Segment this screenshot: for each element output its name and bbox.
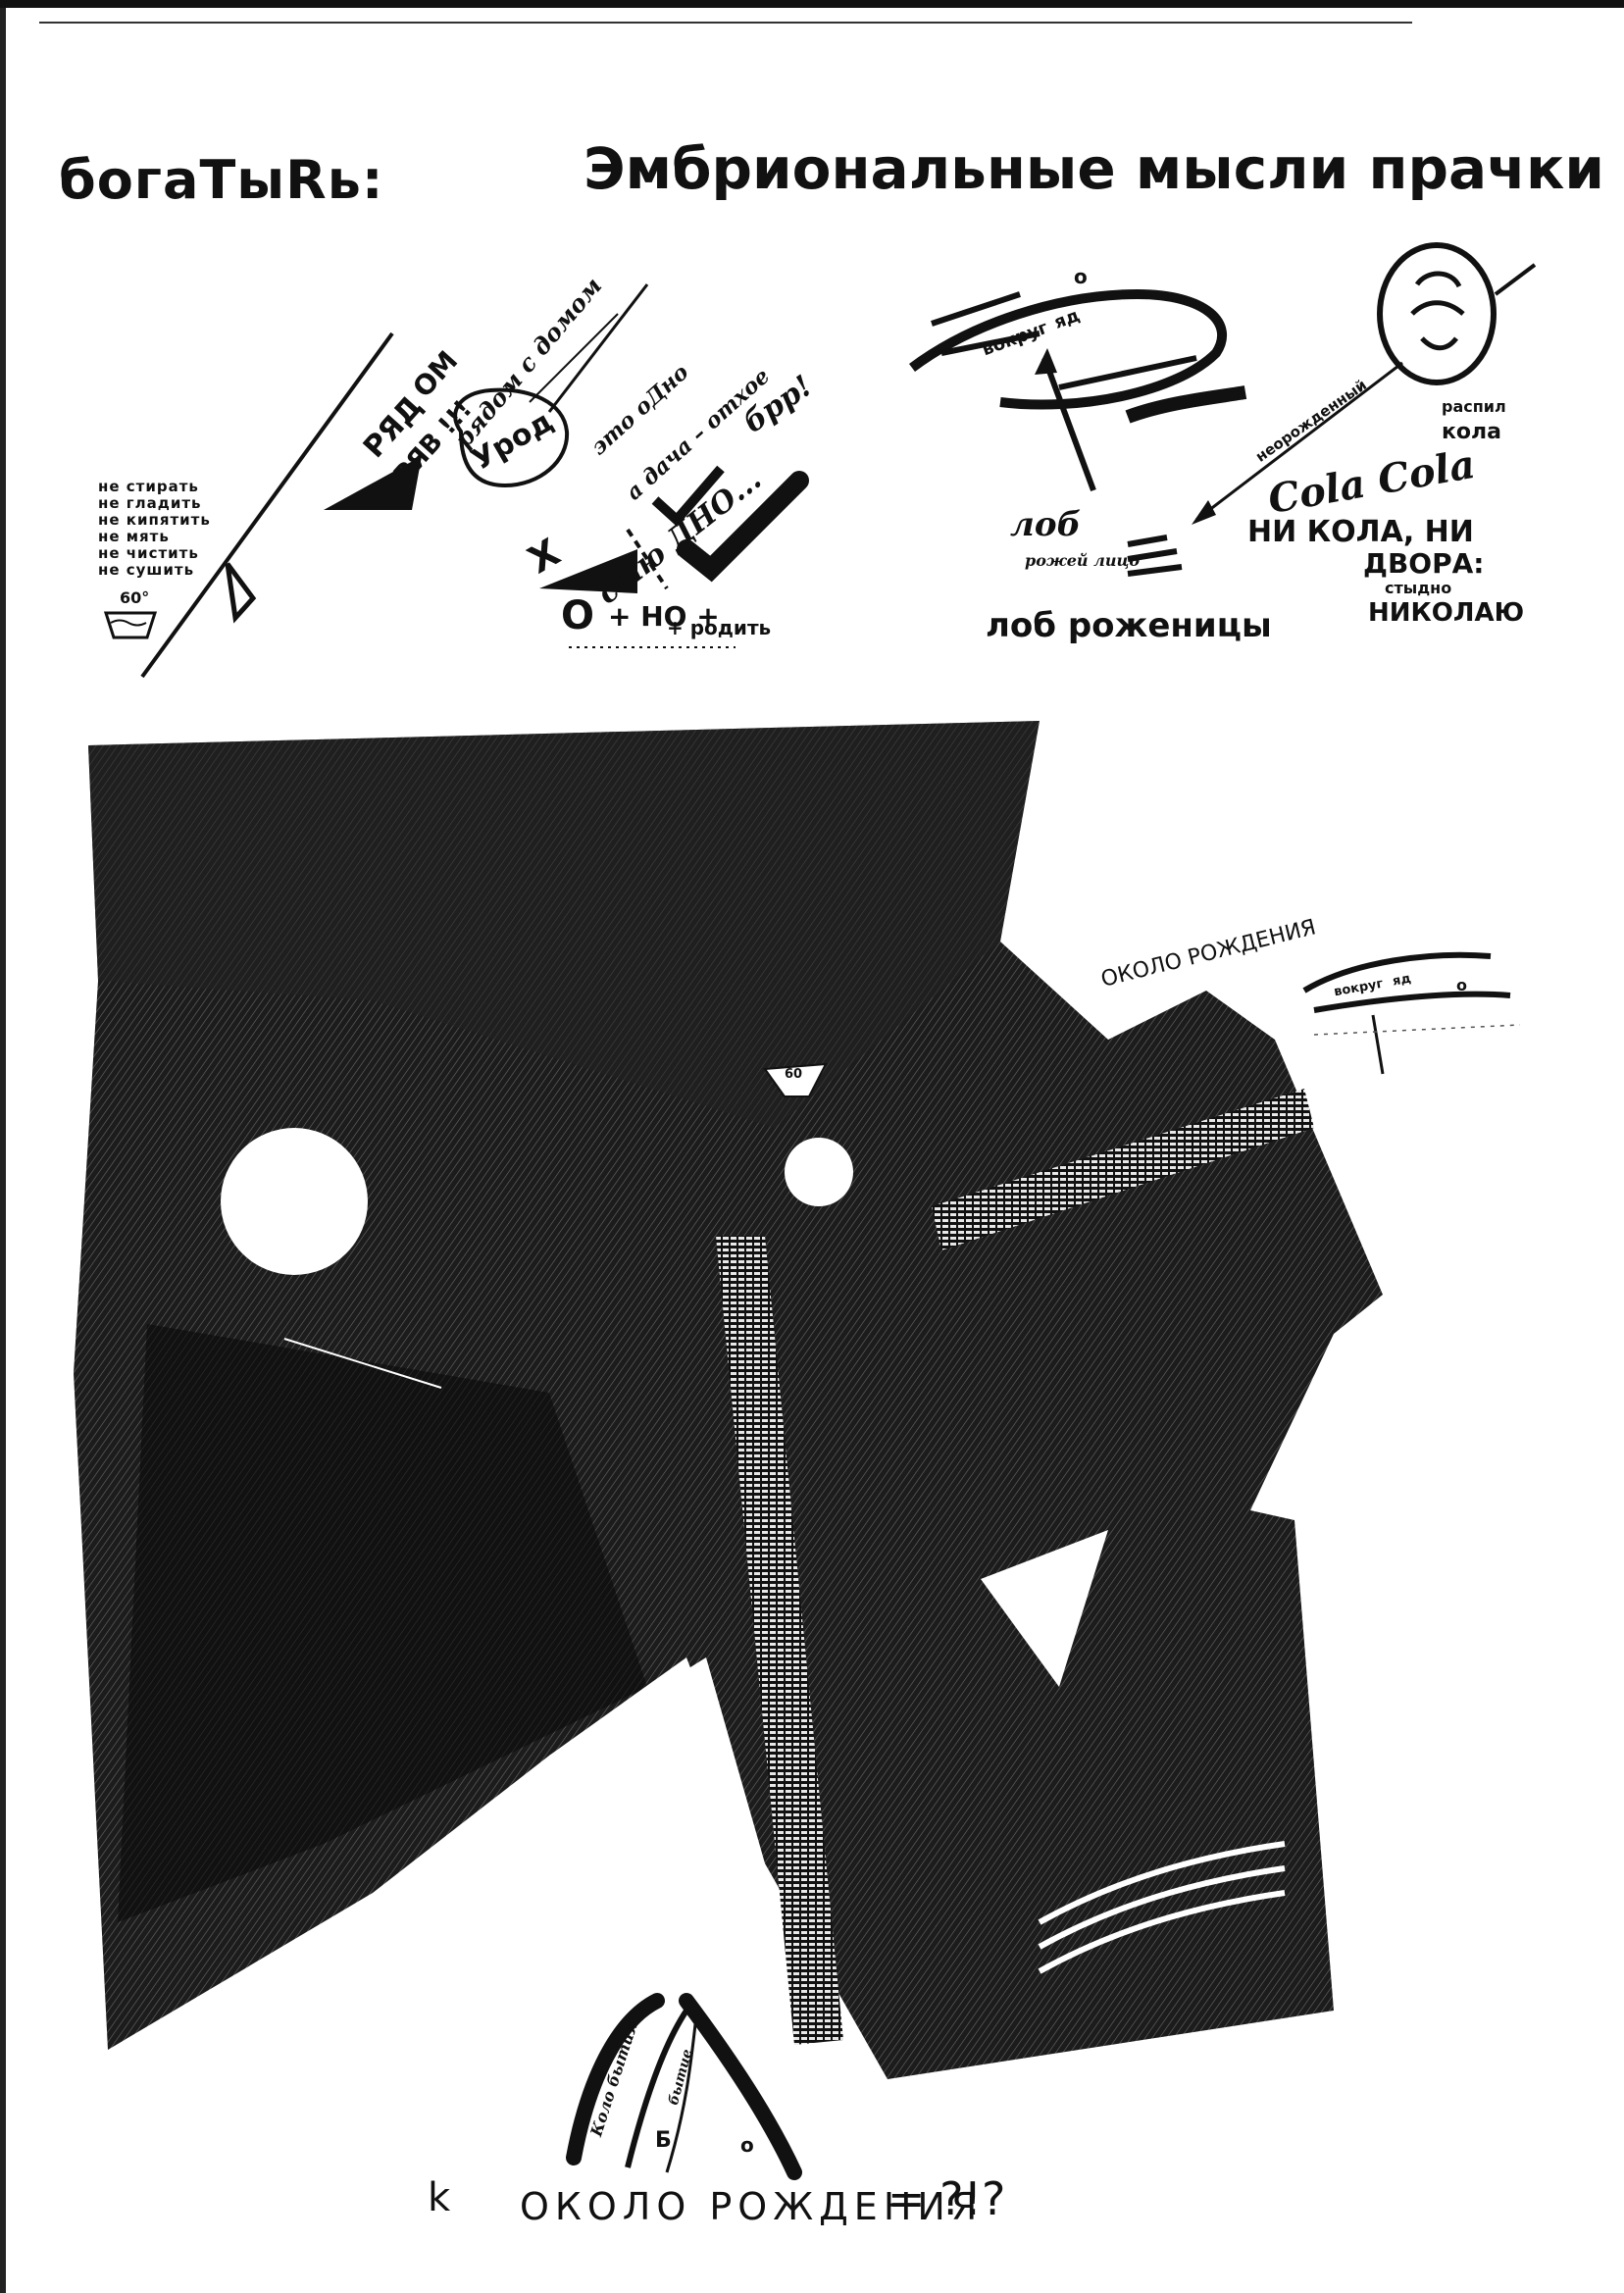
phrase: Б [655, 2128, 672, 2153]
phrase: + родить [667, 616, 772, 639]
care-label-list: не стирать не гладить не кипятить не мят… [98, 479, 255, 579]
phrase: ДВОРА: [1363, 547, 1485, 580]
phrase: лоб [1010, 505, 1082, 544]
rib-icon [1127, 535, 1183, 577]
phrase: лоб роженицы [986, 606, 1272, 645]
checkmark-icon [677, 471, 809, 583]
author-name: богаТыRь: [59, 149, 384, 211]
blob-shape [453, 387, 570, 488]
care-label: не гладить [98, 494, 202, 512]
rivet [785, 1138, 853, 1206]
black-triangle [324, 456, 422, 510]
phrase: рожей лицо [1025, 551, 1140, 570]
phrase: О [561, 593, 595, 638]
phrase: о [1074, 265, 1088, 288]
phrase: = ?!? [888, 2172, 1006, 2225]
phrase: ОКОЛО РОЖДЕНИЯ [520, 2185, 984, 2228]
phrase: НИКОЛАЮ [1368, 598, 1525, 628]
arrow-head-icon [1035, 348, 1057, 375]
arrow-head-icon [1192, 500, 1216, 525]
care-label: не стирать [98, 478, 199, 495]
checkmark-icon [651, 465, 725, 528]
care-label: не чистить [98, 544, 199, 562]
tub-icon [103, 611, 158, 639]
scribble-cloud [909, 288, 1227, 410]
arrow-up-icon [225, 562, 257, 624]
care-label: не сушить [98, 561, 195, 579]
black-triangle [539, 549, 637, 593]
phrase: о [1456, 976, 1467, 994]
top-rule [0, 0, 1624, 8]
face-circle [1377, 242, 1497, 385]
phrase: кола [1442, 420, 1502, 444]
care-label: не кипятить [98, 511, 211, 529]
poem-title: Эмбриональные мысли прачки [584, 135, 1604, 202]
button-hole [221, 1128, 368, 1275]
care-label: не мять [98, 528, 170, 545]
label-temp: 60 [785, 1067, 803, 1082]
tub-temp: 60° [120, 588, 150, 607]
phrase: стыдно [1385, 579, 1452, 597]
tub-icon [763, 1062, 828, 1097]
phrase: распил [1442, 397, 1506, 416]
face-icon [1410, 271, 1465, 351]
cutout [981, 1530, 1108, 1687]
phrase: k [428, 2175, 451, 2220]
phrase: + НО + [608, 600, 720, 633]
phrase: НИ КОЛА, НИ [1247, 515, 1474, 549]
cutout [549, 1657, 765, 1863]
top-rule-thin [39, 22, 1412, 24]
phrase: о [740, 2133, 754, 2157]
